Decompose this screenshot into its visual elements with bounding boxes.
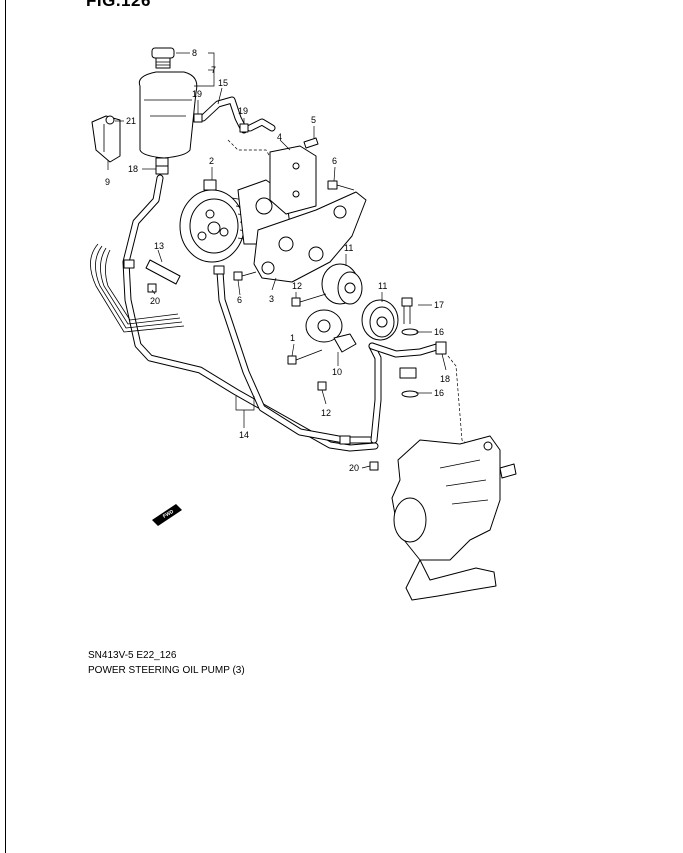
belt-tensioner [305, 309, 357, 353]
callout-16-upper: 16 [434, 327, 444, 337]
callout-16-lower: 16 [434, 388, 444, 398]
callout-3: 3 [269, 294, 274, 304]
figure-title: FIG.126 [86, 0, 151, 10]
callout-19-right: 19 [238, 106, 248, 116]
forward-arrow-icon: FWD [152, 504, 182, 526]
callout-7: 7 [211, 65, 216, 75]
reservoir-bracket [91, 115, 121, 163]
callout-20-left: 20 [150, 296, 160, 306]
callout-17: 17 [434, 300, 444, 310]
callout-15: 15 [218, 78, 228, 88]
callout-5: 5 [311, 115, 316, 125]
diagram-name: POWER STEERING OIL PUMP (3) [88, 665, 245, 676]
callout-9: 9 [105, 177, 110, 187]
pump-bracket [253, 191, 367, 283]
callout-21: 21 [126, 116, 136, 126]
callout-8: 8 [192, 48, 197, 58]
reservoir-cap [151, 47, 175, 69]
callout-11-upper: 11 [344, 243, 353, 253]
diagram-code: SN413V-5 E22_126 [88, 650, 177, 661]
idler-pulley-lower [361, 299, 399, 341]
oil-reservoir [138, 71, 198, 167]
steering-gear-box [391, 435, 517, 601]
callout-18-right: 18 [440, 374, 450, 384]
callout-18-left: 18 [128, 164, 138, 174]
callout-6-lower: 6 [237, 295, 242, 305]
forward-marker-label: FWD [162, 509, 175, 520]
idler-pulley-upper [321, 263, 363, 305]
callout-12-upper: 12 [292, 281, 302, 291]
callout-10: 10 [332, 367, 342, 377]
oil-hoses [122, 96, 471, 452]
bracket-plate [269, 145, 317, 215]
callout-12-lower: 12 [321, 408, 331, 418]
leader-lines [107, 52, 447, 469]
callout-numbers: 8 7 15 19 19 21 9 18 2 4 5 6 13 11 20 6 … [105, 48, 450, 473]
callout-1: 1 [290, 333, 295, 343]
pump-pulley [179, 189, 253, 263]
page-border-line [5, 0, 6, 853]
callout-4: 4 [277, 132, 282, 142]
callout-6-upper: 6 [332, 156, 337, 166]
callout-13: 13 [154, 241, 164, 251]
callout-20-right: 20 [349, 463, 359, 473]
callout-14: 14 [239, 430, 249, 440]
callout-11-lower: 11 [378, 281, 387, 291]
callout-2: 2 [209, 156, 214, 166]
callout-19-left: 19 [192, 89, 202, 99]
drive-belt [90, 243, 185, 333]
